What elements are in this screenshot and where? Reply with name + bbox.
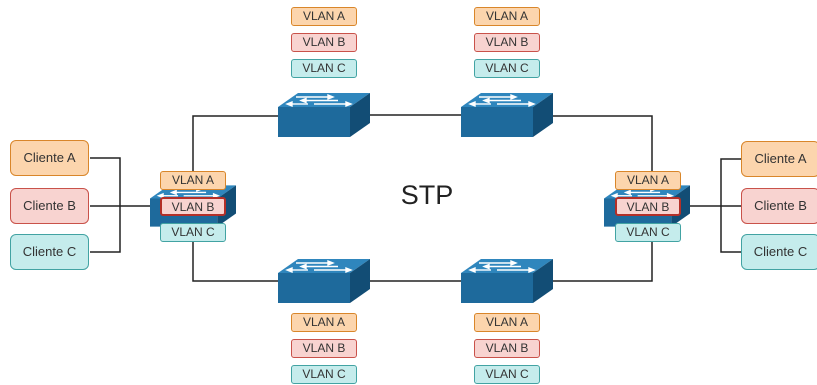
vlan-a-tag: VLAN A	[291, 313, 357, 332]
vlan-c-tag: VLAN C	[160, 223, 226, 242]
link-client-right-a	[720, 158, 741, 207]
client-b-right: Cliente B	[741, 188, 817, 224]
protocol-label: STP	[400, 180, 454, 210]
vlan-c-tag: VLAN C	[615, 223, 681, 242]
vlan-b-tag: VLAN B	[291, 339, 357, 358]
vlan-b-tag: VLAN B	[160, 197, 226, 216]
vlan-c-tag: VLAN C	[291, 365, 357, 384]
link-right-top	[551, 115, 653, 190]
client-c-left: Cliente C	[10, 234, 89, 270]
vlan-c-tag: VLAN C	[291, 59, 357, 78]
vlan-b-tag: VLAN B	[474, 33, 540, 52]
ring-links	[192, 114, 653, 282]
switch-icon	[461, 259, 553, 303]
vlan-c-tag: VLAN C	[474, 365, 540, 384]
switch-icon	[278, 259, 370, 303]
link-client-left-a	[90, 157, 121, 207]
link-left-bottom	[192, 232, 279, 282]
link-client-left-c	[90, 207, 121, 253]
vlan-b-tag: VLAN B	[291, 33, 357, 52]
client-b-left: Cliente B	[10, 188, 89, 224]
link-left-top	[192, 115, 279, 190]
vlan-a-tag: VLAN A	[474, 313, 540, 332]
link-right-bottom	[551, 232, 653, 282]
vlan-b-tag: VLAN B	[615, 197, 681, 216]
client-a-left: Cliente A	[10, 140, 89, 176]
vlan-c-tag: VLAN C	[474, 59, 540, 78]
client-links	[90, 157, 741, 253]
switch-icon	[461, 93, 553, 137]
client-c-right: Cliente C	[741, 234, 817, 270]
client-a-right: Cliente A	[741, 141, 817, 177]
link-client-right-c	[720, 207, 741, 253]
vlan-b-tag: VLAN B	[474, 339, 540, 358]
vlan-a-tag: VLAN A	[615, 171, 681, 190]
vlan-a-tag: VLAN A	[474, 7, 540, 26]
vlan-a-tag: VLAN A	[160, 171, 226, 190]
switch-icon	[278, 93, 370, 137]
vlan-a-tag: VLAN A	[291, 7, 357, 26]
